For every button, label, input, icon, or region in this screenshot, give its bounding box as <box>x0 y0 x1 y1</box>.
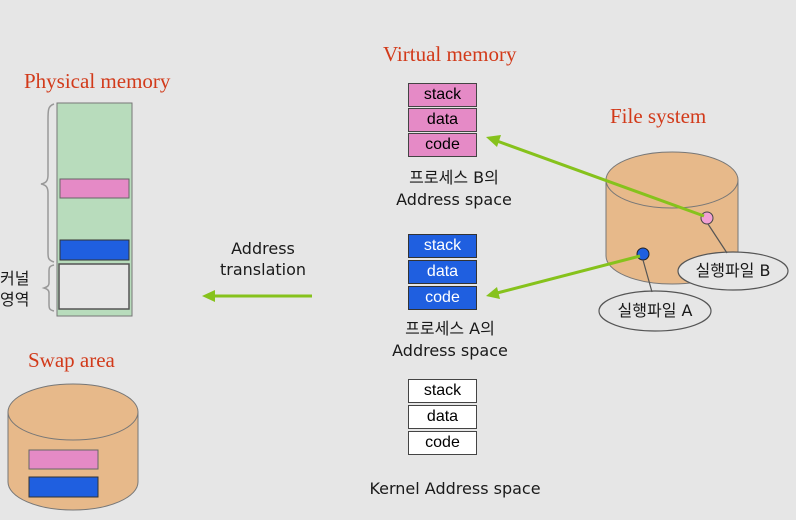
kernel-region-label-line-1: 커널 <box>0 269 30 288</box>
process-b-caption-line-1: 프로세스 B의 <box>409 168 499 187</box>
executable-a-label: 실행파일 A <box>617 301 693 320</box>
kernel-address-space: stack data code <box>408 379 477 455</box>
executable-b-callout <box>677 251 789 291</box>
process-b-address-space: stack data code <box>408 83 477 157</box>
kernel-stack-segment: stack <box>408 379 477 403</box>
executable-b-to-code-arrow <box>496 139 705 218</box>
address-translation-arrowhead <box>202 290 215 302</box>
executable-a-marker <box>636 247 650 261</box>
process-a-data-segment: data <box>408 260 477 284</box>
physical-memory-brace <box>40 103 55 263</box>
physical-memory-title: Physical memory <box>24 69 171 93</box>
kernel-code-segment: code <box>408 431 477 455</box>
executable-a-callout <box>598 290 712 332</box>
executable-a-callout-tail <box>642 259 653 293</box>
kernel-region-label-line-2: 영역 <box>0 290 30 309</box>
process-a-caption: 프로세스 A의 Address space <box>356 318 544 362</box>
process-a-stack-segment: stack <box>408 234 477 258</box>
process-a-caption-line-2: Address space <box>392 341 508 360</box>
executable-b-marker <box>700 211 714 225</box>
kernel-caption: Kernel Address space <box>369 479 541 498</box>
kernel-region-brace <box>41 264 55 312</box>
process-a-address-space: stack data code <box>408 234 477 310</box>
executable-b-callout-tail <box>707 223 728 254</box>
physical-memory-process-a-block <box>59 239 130 261</box>
swap-area-process-b-block <box>28 449 99 470</box>
executable-b-to-code-arrowhead <box>486 135 501 147</box>
file-system-title: File system <box>610 104 707 128</box>
swap-area-process-a-block <box>28 476 99 498</box>
kernel-data-segment: data <box>408 405 477 429</box>
executable-a-to-code-arrow <box>496 254 641 295</box>
process-b-code-segment: code <box>408 133 477 157</box>
process-b-caption-line-2: Address space <box>396 190 512 209</box>
process-b-caption: 프로세스 B의 Address space <box>360 167 548 211</box>
address-translation-line-1: Address <box>231 239 295 258</box>
executable-b-label: 실행파일 B <box>695 261 771 280</box>
swap-area-disk-top <box>7 383 139 441</box>
process-b-data-segment: data <box>408 108 477 132</box>
swap-area-title: Swap area <box>28 348 115 372</box>
address-translation-label: Address translation <box>208 238 318 280</box>
file-system-disk-top <box>605 151 739 209</box>
process-a-code-segment: code <box>408 286 477 310</box>
process-b-stack-segment: stack <box>408 83 477 107</box>
executable-a-to-code-arrowhead <box>486 287 500 299</box>
address-translation-line-2: translation <box>219 260 307 279</box>
kernel-region-label: 커널 영역 <box>0 268 29 310</box>
physical-memory-kernel-block <box>58 263 130 310</box>
virtual-memory-title: Virtual memory <box>383 42 517 66</box>
process-a-caption-line-1: 프로세스 A의 <box>405 319 495 338</box>
physical-memory-process-b-block <box>59 178 130 199</box>
